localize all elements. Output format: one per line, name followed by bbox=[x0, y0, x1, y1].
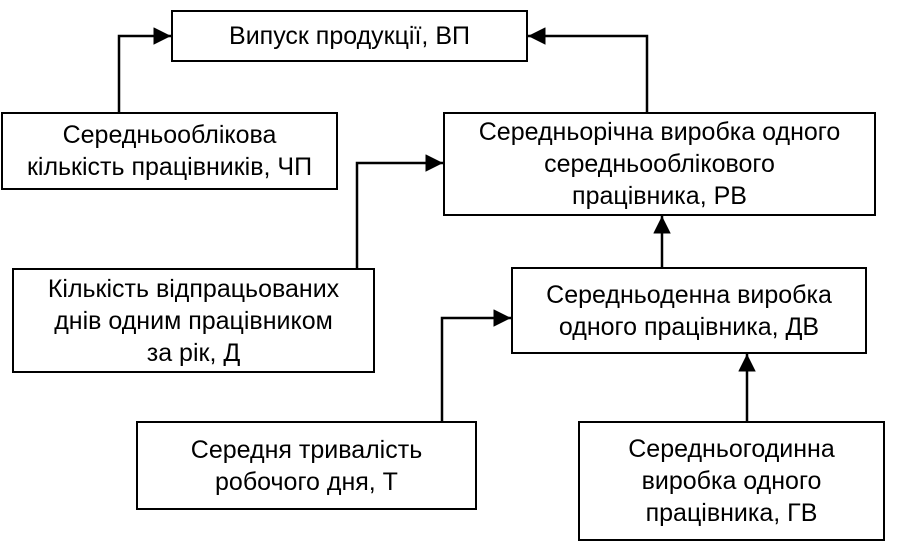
node-annual-output-rv-label: Середньорічна виробка одного середньообл… bbox=[478, 118, 841, 210]
node-headcount-chp-label: Середньооблікова кількість працівників, … bbox=[26, 121, 313, 181]
connector-chp-to-vp bbox=[117, 27, 171, 112]
connector-t-to-dv bbox=[440, 309, 511, 421]
node-workday-length-t: Середня тривалість робочого дня, Т bbox=[136, 421, 477, 510]
connector-d-to-rv bbox=[355, 154, 443, 268]
node-headcount-chp: Середньооблікова кількість працівників, … bbox=[1, 112, 338, 190]
node-output-vp: Випуск продукції, ВП bbox=[171, 10, 528, 62]
node-days-worked-d: Кількість відпрацьованих днів одним прац… bbox=[12, 268, 375, 373]
node-hourly-output-gv: Середньогодинна виробка одного працівник… bbox=[578, 421, 885, 541]
node-output-vp-label: Випуск продукції, ВП bbox=[229, 22, 470, 50]
node-workday-length-t-label: Середня тривалість робочого дня, Т bbox=[190, 435, 423, 496]
node-daily-output-dv: Середньоденна виробка одного працівника,… bbox=[511, 267, 867, 354]
node-annual-output-rv: Середньорічна виробка одного середньообл… bbox=[443, 112, 876, 216]
node-days-worked-d-label: Кількість відпрацьованих днів одним прац… bbox=[47, 274, 340, 367]
node-daily-output-dv-label: Середньоденна виробка одного працівника,… bbox=[546, 280, 832, 341]
node-hourly-output-gv-label: Середньогодинна виробка одного працівник… bbox=[628, 435, 835, 527]
connector-rv-to-vp bbox=[528, 27, 649, 112]
